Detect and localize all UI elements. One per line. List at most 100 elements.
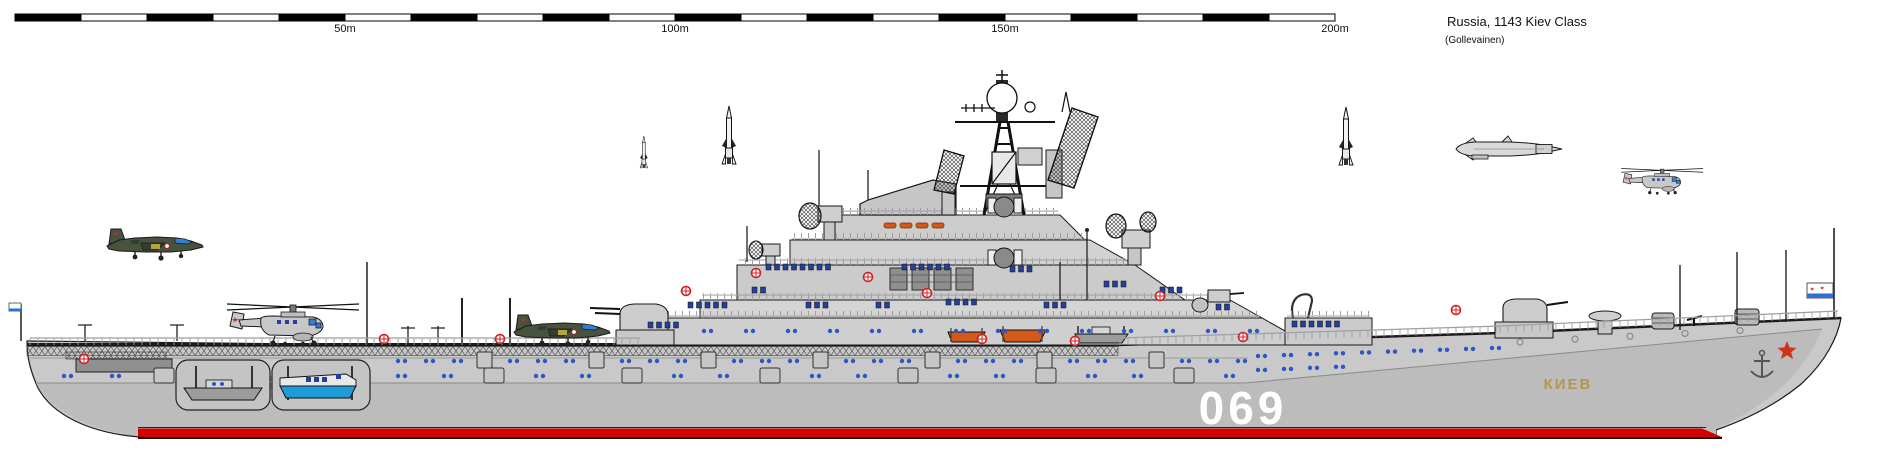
porthole [1205,328,1211,334]
porthole [1044,328,1050,334]
porthole [533,373,539,379]
island-window [1176,286,1183,294]
scale-segment [872,13,940,22]
lattice-mast [955,70,1055,216]
porthole [1079,328,1085,334]
porthole [1212,328,1218,334]
porthole [682,358,688,364]
island-window [814,301,820,309]
porthole [1411,348,1417,353]
porthole [960,328,966,334]
porthole [540,373,546,379]
porthole [507,358,513,364]
yak-38-on-deck [513,314,611,348]
porthole [1444,347,1450,352]
hull-window [924,351,941,369]
forecastle-deckhouse [1284,293,1373,346]
porthole [809,373,815,379]
porthole [647,358,653,364]
porthole [514,358,520,364]
island-window [782,263,789,271]
porthole [619,358,625,364]
island-window [673,321,679,329]
island-window [791,263,797,271]
island-window [1043,301,1050,309]
scale-segment [1136,13,1204,22]
porthole [816,373,822,379]
porthole [395,373,401,379]
scale-label: 150m [991,23,1019,35]
porthole [1000,373,1006,379]
porthole [1130,358,1136,364]
island-window [1120,280,1127,288]
porthole [1254,328,1260,334]
deck-edge [27,343,1118,347]
porthole [1018,358,1024,364]
scale-label: 200m [1321,23,1349,35]
porthole [953,328,959,334]
scale-segment [674,13,742,22]
hull-window [897,367,919,384]
porthole [1138,373,1144,379]
head-light-director-aft [1105,211,1157,266]
island-window [884,301,890,309]
scale-segment [476,13,544,22]
porthole [794,358,800,364]
porthole [785,328,791,334]
porthole [1242,358,1248,364]
porthole [1314,365,1320,371]
scale-segment [344,13,412,22]
waterline-stripe [138,428,1722,437]
porthole [983,358,989,364]
hull-number: 069 [1199,382,1288,434]
porthole [1307,365,1313,371]
scale-segment [14,13,82,22]
foredeck-fittings [1494,250,1787,339]
island-window [1026,265,1033,273]
island-window [774,263,780,271]
porthole [675,358,681,364]
island-window [1224,303,1230,311]
porthole [1074,358,1080,364]
yagi-antenna [961,104,995,112]
hull-lower [36,329,1822,436]
porthole [570,358,576,364]
porthole [1095,358,1101,364]
porthole [542,358,548,364]
deck-antennas [401,298,511,345]
porthole [750,328,756,334]
island-window [875,301,882,309]
bow-star [1777,341,1797,359]
porthole [1067,358,1073,364]
porthole [1333,351,1339,356]
hull-window [1036,351,1053,369]
porthole [1186,358,1192,364]
rbu-launcher-2 [1734,308,1760,326]
scale-segment [1202,13,1270,22]
porthole [1255,353,1261,359]
island-window [760,286,766,294]
island-window [1215,303,1222,311]
porthole [1037,328,1043,334]
porthole [911,328,917,334]
porthole [1281,352,1287,358]
scale-segment [542,13,610,22]
porthole [1281,366,1287,372]
sam-launcher-lower [987,247,1023,269]
porthole [759,358,765,364]
porthole [918,328,924,334]
porthole [1163,328,1169,334]
porthole [423,358,429,364]
porthole [430,358,436,364]
porthole [1011,358,1017,364]
island-window [656,321,662,329]
hawse-hole [1516,338,1524,346]
scale-segment [608,13,676,22]
porthole [906,358,912,364]
island-window [1018,265,1024,273]
hull-window [759,367,781,384]
life-ring-cross [379,334,389,344]
hull-window [483,367,505,384]
porthole [827,328,833,334]
porthole [1179,358,1185,364]
